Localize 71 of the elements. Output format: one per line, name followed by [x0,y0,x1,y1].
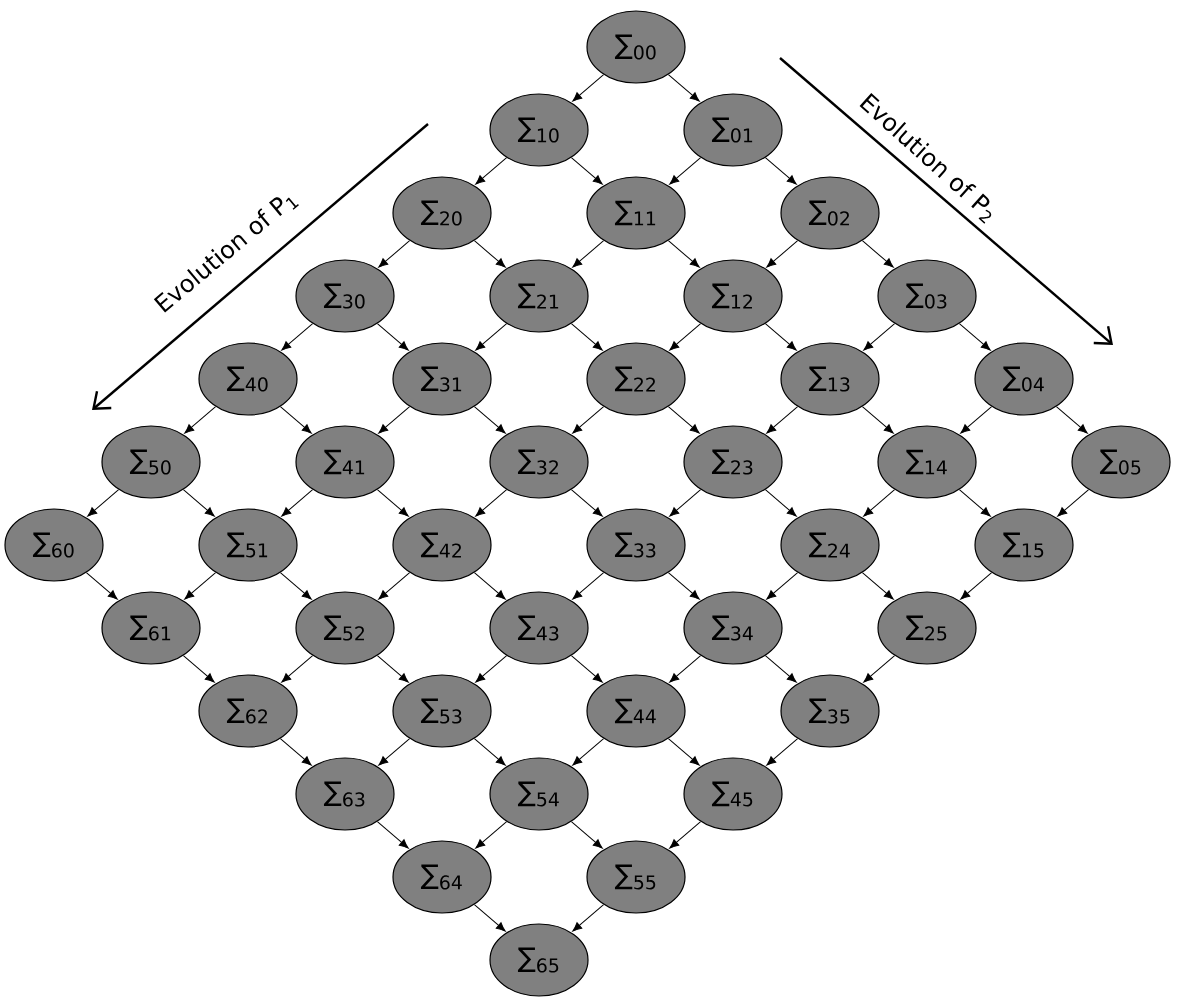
arrow [669,157,702,185]
arrow [376,323,409,351]
arrow [764,655,797,683]
arrow [861,240,894,268]
arrow [667,74,700,102]
arrow [378,240,411,268]
arrow [960,572,993,600]
arrow [376,489,409,517]
arrow [764,489,797,517]
arrow [182,489,215,517]
arrow [669,489,702,517]
arrow [376,655,409,683]
arrow [667,738,700,766]
arrow [1057,489,1090,517]
arrow [570,157,603,185]
arrow [473,240,506,268]
arrow [281,323,314,351]
arrow [570,821,603,849]
arrow [1055,406,1088,434]
arrow [572,572,605,600]
arrow [572,738,605,766]
arrow [764,323,797,351]
arrow [87,489,120,517]
arrow [669,821,702,849]
arrow [766,240,799,268]
arrow [958,489,991,517]
arrow [473,904,506,932]
arrow [667,240,700,268]
arrow [475,655,508,683]
arrow [669,323,702,351]
arrow [572,406,605,434]
arrow [667,572,700,600]
arrow [279,738,312,766]
arrow [570,655,603,683]
arrow [863,323,896,351]
arrow [281,489,314,517]
arrow [376,821,409,849]
arrow [667,406,700,434]
arrow [182,655,215,683]
arrow [378,572,411,600]
arrow [766,738,799,766]
arrow [184,572,217,600]
arrow [473,572,506,600]
arrow [475,323,508,351]
arrow [863,489,896,517]
arrow [281,655,314,683]
arrow [861,572,894,600]
arrow [572,904,605,932]
arrow [766,572,799,600]
arrow [572,240,605,268]
arrow [378,406,411,434]
arrow [863,655,896,683]
arrow [572,74,605,102]
arrow [960,406,993,434]
arrow [570,323,603,351]
arrow [473,406,506,434]
arrow [279,406,312,434]
arrow [570,489,603,517]
arrow [764,157,797,185]
arrow [669,655,702,683]
arrow [475,157,508,185]
arrow [473,738,506,766]
arrow [279,572,312,600]
arrow [958,323,991,351]
arrow [475,489,508,517]
arrow [378,738,411,766]
arrow [475,821,508,849]
arrow [861,406,894,434]
arrow [184,406,217,434]
arrow [85,572,118,600]
arrow [766,406,799,434]
